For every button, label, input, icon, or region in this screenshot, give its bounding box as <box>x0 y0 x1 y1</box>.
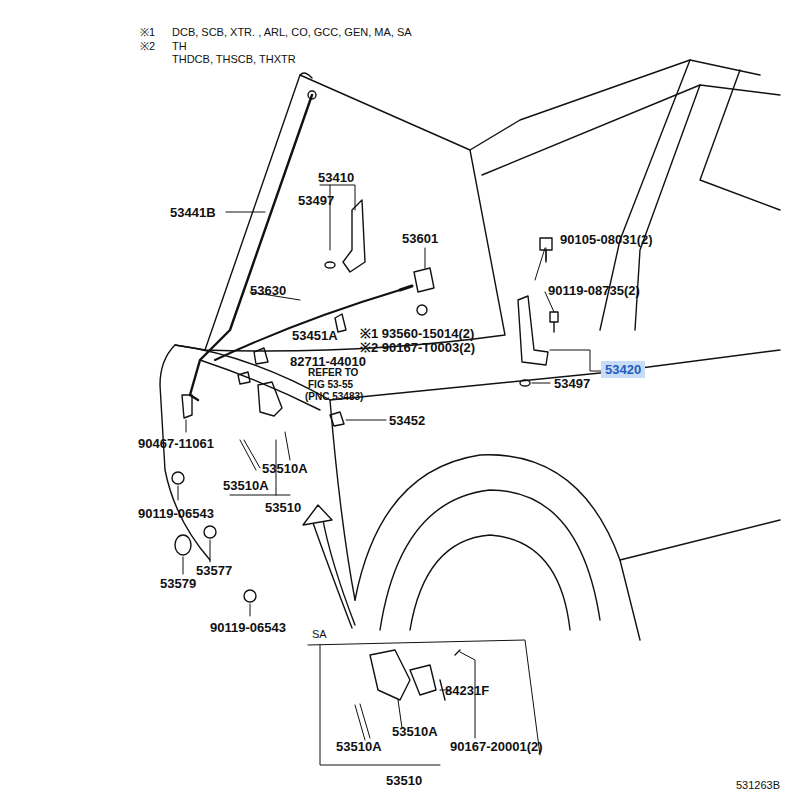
part-number: (PNC 53483) <box>305 391 363 403</box>
bracket <box>230 495 290 496</box>
arrow-shaft <box>322 515 355 625</box>
leader <box>226 212 265 213</box>
part-number: 53497 <box>298 193 334 208</box>
note: ※2 <box>140 40 155 53</box>
hood <box>205 73 505 351</box>
part-number: 90167-20001(2) <box>450 739 543 754</box>
hinge-left <box>343 200 365 272</box>
part-number: 84231F <box>445 683 489 698</box>
a-pillar <box>635 85 700 330</box>
latch <box>370 650 410 700</box>
cable-end <box>400 286 412 290</box>
part-number: 90119-06543 <box>138 506 214 521</box>
note: ※1 <box>140 26 155 39</box>
hinge-right <box>518 296 548 365</box>
washer <box>325 262 335 268</box>
rod-end <box>308 91 316 99</box>
hood-edge <box>300 73 312 78</box>
bolt-head <box>172 472 184 484</box>
leader <box>250 604 251 616</box>
leader <box>183 557 184 574</box>
leader <box>535 248 545 280</box>
part-number: REFER TO <box>308 367 358 379</box>
bolt <box>550 312 558 332</box>
part-number: 53510 <box>386 773 422 788</box>
spring <box>285 432 290 460</box>
leader <box>186 420 187 432</box>
bumper <box>330 412 344 426</box>
tire <box>380 490 600 630</box>
fender-top <box>175 345 780 400</box>
cushion <box>175 535 191 555</box>
note: THDCB, THSCB, THXTR <box>172 53 296 66</box>
leader <box>346 420 386 421</box>
detail-frame <box>308 640 540 755</box>
part-number: 90105-08031(2) <box>560 232 653 247</box>
cushion <box>238 372 250 384</box>
part-number: 53451A <box>292 328 338 343</box>
leader <box>178 486 179 500</box>
part-number: 53510A <box>392 724 438 739</box>
arrow-shaft <box>312 520 352 628</box>
leader <box>545 248 554 312</box>
part-number: 90119-06543 <box>210 620 286 635</box>
spring <box>240 440 260 470</box>
windshield-line <box>482 85 780 175</box>
sa-detail <box>303 505 540 765</box>
part-number: ※1 93560-15014(2) <box>360 326 474 341</box>
spring <box>355 704 370 740</box>
part-number: 53410 <box>318 170 354 185</box>
rocker <box>620 520 780 560</box>
part-number: 53510A <box>336 739 382 754</box>
part-number: 53497 <box>554 376 590 391</box>
part-number: 53510A <box>223 478 269 493</box>
leader <box>210 540 211 562</box>
latch-plate <box>410 665 436 695</box>
part-number: 53452 <box>389 413 425 428</box>
note: SA <box>312 628 327 641</box>
note: TH <box>172 40 187 53</box>
part-number: 53577 <box>196 563 232 578</box>
hood-lock <box>414 268 434 292</box>
front-face <box>160 345 210 560</box>
lock-parts <box>172 268 434 602</box>
leader <box>550 350 603 371</box>
part-number: 53601 <box>402 231 438 246</box>
hood-panel <box>205 75 505 351</box>
body <box>160 60 780 640</box>
part-number: 53510 <box>265 500 301 515</box>
part-number: ※2 90167-T0003(2) <box>360 340 475 355</box>
part-number: 53579 <box>160 576 196 591</box>
side-window <box>700 70 780 210</box>
note: 531263B <box>736 779 780 792</box>
bolt-head <box>204 526 216 538</box>
washer <box>520 380 530 386</box>
cushion <box>254 348 268 364</box>
part-number: FIG 53-55 <box>308 379 353 391</box>
tire-inner <box>410 535 570 630</box>
clip <box>417 305 427 315</box>
arrow-head <box>303 505 332 525</box>
part-number: 82711-44010 <box>290 354 366 369</box>
bolt-head <box>244 590 256 602</box>
wheel-arch <box>355 455 640 640</box>
fender-front <box>330 400 355 600</box>
leader-lines <box>178 185 603 616</box>
leader <box>532 383 550 384</box>
spring <box>398 700 402 728</box>
note: DCB, SCB, XTR. , ARL, CO, GCC, GEN, MA, … <box>172 26 412 39</box>
part-number: 90467-11061 <box>138 436 214 451</box>
part-number: 53510A <box>262 461 308 476</box>
part-number: 53441B <box>170 205 216 220</box>
rod-holder <box>182 395 192 418</box>
leader <box>425 248 426 268</box>
part-number: 53420 <box>601 361 645 378</box>
bracket <box>320 645 440 765</box>
part-number: 53630 <box>250 283 286 298</box>
latch <box>258 382 282 416</box>
part-number: 90119-08735(2) <box>548 283 640 298</box>
